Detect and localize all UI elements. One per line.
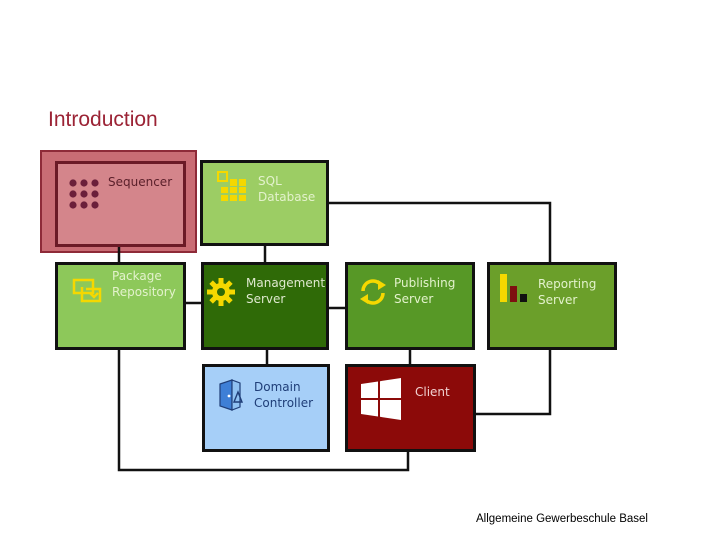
tile-label: Package Repository <box>112 269 176 299</box>
tile-label: Sequencer <box>108 175 173 189</box>
tile-sql-database[interactable]: SQL Database <box>200 160 329 246</box>
tile-publishing-server[interactable]: Publishing Server <box>345 262 475 350</box>
tile-label: Domain Controller <box>254 380 314 410</box>
refresh-icon <box>360 279 386 305</box>
gear-icon <box>207 278 235 306</box>
shield-door-icon <box>219 379 244 411</box>
tile-label: Publishing Server <box>394 276 456 306</box>
tile-label: SQL Database <box>258 174 316 204</box>
dots-grid-icon <box>69 179 99 209</box>
tile-reporting-server[interactable]: Reporting Server <box>487 262 617 350</box>
tile-sequencer[interactable]: Sequencer <box>55 161 186 247</box>
tile-label: Reporting Server <box>538 277 597 307</box>
tile-label: Client <box>415 385 450 399</box>
table-grid-icon <box>217 171 246 201</box>
tile-domain-controller[interactable]: Domain Controller <box>202 364 330 452</box>
slide-title: Introduction <box>48 108 158 131</box>
tile-package-repository[interactable]: Package Repository <box>55 262 186 350</box>
footer-text: Allgemeine Gewerbeschule Basel <box>476 513 648 525</box>
tile-label: Management Server <box>246 276 326 306</box>
bar-chart-icon <box>500 274 527 302</box>
tile-client[interactable]: Client <box>345 364 476 452</box>
box-arrow-icon <box>72 278 102 303</box>
windows-logo-icon <box>361 378 401 420</box>
tile-management-server[interactable]: Management Server <box>201 262 329 350</box>
